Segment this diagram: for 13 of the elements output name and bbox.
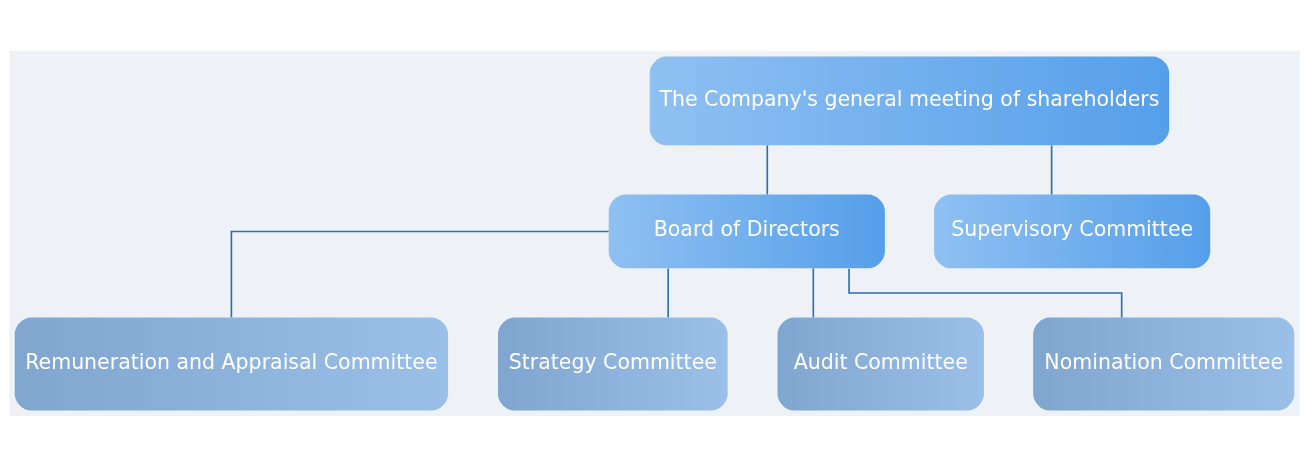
connector xyxy=(667,267,669,319)
connector xyxy=(812,267,815,319)
node-box: Audit Committee xyxy=(777,317,984,411)
node-box: Board of Directors xyxy=(608,194,885,269)
node-box: Supervisory Committee xyxy=(934,194,1211,269)
connector xyxy=(848,267,1123,319)
connector xyxy=(230,230,610,319)
node-box: Nomination Committee xyxy=(1033,317,1295,411)
node-box: Strategy Committee xyxy=(497,317,728,411)
connector xyxy=(1050,144,1053,196)
node-box: Remuneration and Appraisal Committee xyxy=(14,317,449,411)
node-box: The Company's general meeting of shareholders xyxy=(649,56,1170,146)
connector xyxy=(766,144,769,196)
